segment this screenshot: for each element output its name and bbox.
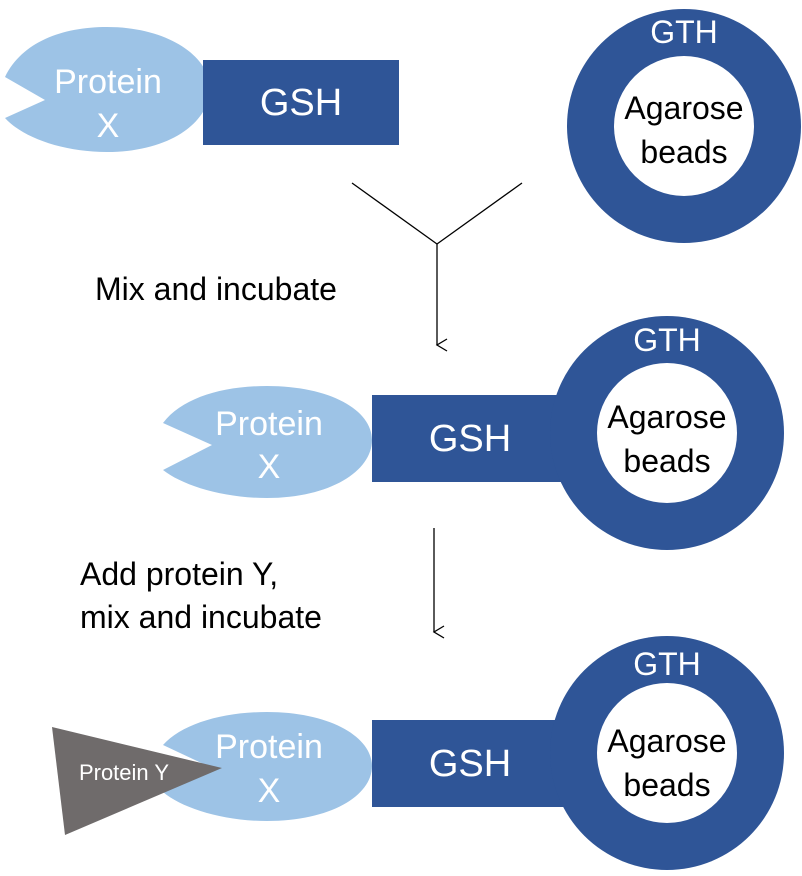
protein-y-shape (52, 727, 222, 835)
agarose-label-1: Agarose (607, 399, 726, 435)
protein-x-label-2: X (258, 772, 281, 810)
merge-arrow (351, 182, 523, 352)
agarose-label-2: beads (623, 767, 710, 803)
gsh-label: GSH (429, 418, 511, 460)
step-2-label-1: Add protein Y, (80, 556, 278, 592)
agarose-bead (597, 363, 737, 503)
agarose-bead (614, 56, 754, 196)
step-1-label: Mix and incubate (95, 271, 337, 307)
gsh-block (372, 395, 572, 482)
protein-x-label-2: X (258, 448, 281, 486)
protein-x-shape (163, 712, 372, 821)
gth-label: GTH (633, 646, 701, 682)
gth-label: GTH (650, 14, 718, 50)
protein-x-label-1: Protein (215, 728, 323, 766)
protein-x-label-1: Protein (54, 63, 162, 101)
agarose-bead (597, 683, 737, 823)
agarose-label-1: Agarose (624, 90, 743, 126)
gsh-label: GSH (260, 82, 342, 124)
stage-3: Protein X Protein Y GSH GTH Agarose bead… (52, 636, 784, 870)
protein-x-shape (5, 27, 210, 152)
stage-1: Protein X GSH GTH Agarose beads (5, 9, 801, 243)
agarose-label-2: beads (640, 134, 727, 170)
gsh-block (203, 60, 399, 145)
gsh-block (372, 720, 572, 807)
agarose-label-2: beads (623, 443, 710, 479)
protein-y-label: Protein Y (79, 760, 169, 785)
step-2-label-2: mix and incubate (80, 599, 322, 635)
protein-x-label-2: X (97, 107, 120, 145)
gsh-label: GSH (429, 743, 511, 785)
gth-label: GTH (633, 322, 701, 358)
agarose-label-1: Agarose (607, 723, 726, 759)
protein-x-label-1: Protein (215, 405, 323, 443)
stage-2: Protein X GSH GTH Agarose beads (163, 316, 784, 550)
protein-x-shape (163, 386, 372, 498)
